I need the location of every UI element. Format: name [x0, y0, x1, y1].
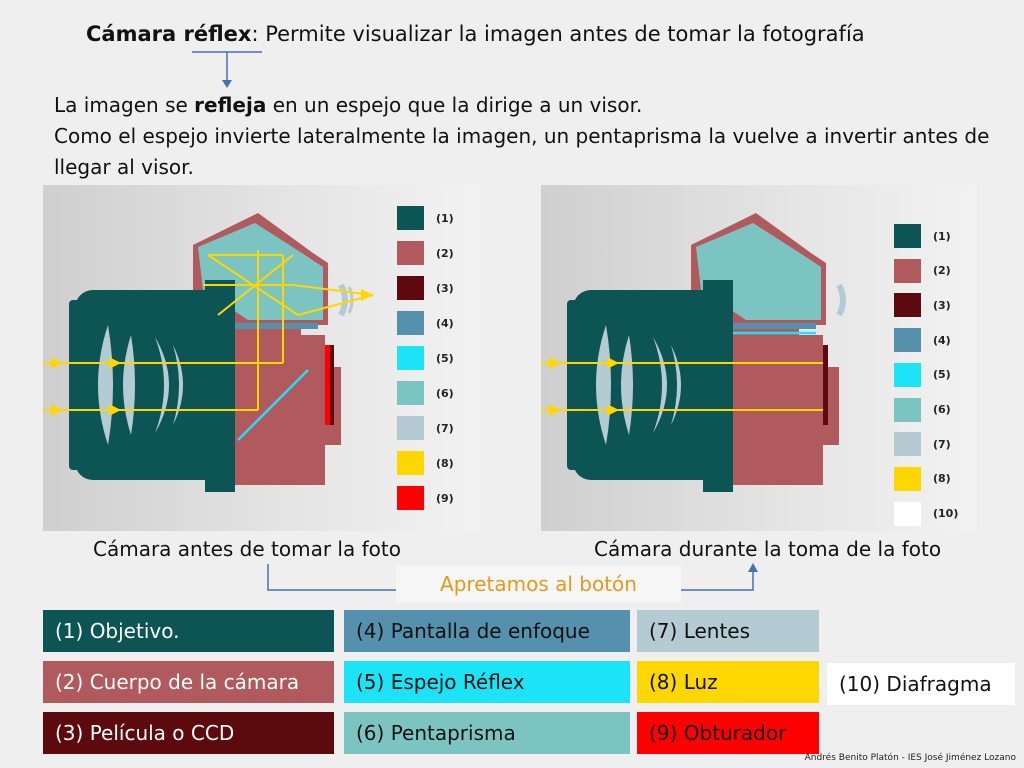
legend-label: (4) [933, 333, 951, 347]
title-definition: : Permite visualizar la imagen antes de … [251, 22, 865, 46]
title-arrow [192, 51, 262, 88]
legend-swatch [397, 346, 424, 370]
legend-label: (7) [436, 421, 454, 435]
legend-label: (9) [436, 491, 454, 505]
page-title: Cámara réflex: Permite visualizar la ima… [86, 22, 865, 46]
legend-swatch [894, 501, 921, 526]
legend-item: (6) [397, 381, 454, 405]
legend-swatch [397, 451, 424, 475]
legend-label: (2) [436, 246, 454, 260]
press-button-label: Apretamos al botón [396, 566, 681, 602]
key-item: (5) Espejo Réflex [344, 661, 630, 703]
legend-item: (3) [397, 276, 454, 300]
focus-screen [724, 323, 816, 329]
legend-swatch [397, 416, 424, 440]
legend-swatch [397, 381, 424, 405]
legend-item: (8) [397, 451, 454, 475]
key-item: (9) Obturador [637, 712, 819, 754]
legend-label: (5) [933, 368, 951, 382]
legend-swatch [397, 276, 424, 300]
legend-swatch [894, 362, 921, 387]
legend-label: (3) [436, 281, 454, 295]
intro-line-1: La imagen se refleja en un espejo que la… [54, 93, 643, 117]
legend-label: (2) [933, 264, 951, 278]
legend-item: (4) [397, 311, 454, 335]
key-item: (6) Pentaprisma [344, 712, 630, 754]
legend-swatch [397, 486, 424, 510]
legend-item: (9) [397, 486, 454, 510]
legend-item: (10) [894, 501, 959, 526]
legend-swatch [397, 311, 424, 335]
legend-item: (7) [397, 416, 454, 440]
intro-line-2: Como el espejo invierte lateralmente la … [54, 124, 990, 179]
legend-swatch [397, 206, 424, 230]
intro-text: La imagen se refleja en un espejo que la… [54, 90, 1014, 183]
light-rays [541, 362, 823, 411]
legend-label: (10) [933, 507, 959, 521]
objective-lens [75, 290, 225, 480]
caption-during: Cámara durante la toma de la foto [594, 537, 942, 561]
key-item: (7) Lentes [637, 610, 819, 652]
legend-label: (8) [933, 472, 951, 486]
legend-label: (5) [436, 351, 454, 365]
key-item: (8) Luz [637, 661, 819, 703]
eyepiece [836, 283, 846, 317]
legend-swatch [894, 293, 921, 318]
legend-label: (1) [933, 229, 951, 243]
caption-before: Cámara antes de tomar la foto [93, 537, 401, 561]
key-item: (10) Diafragma [827, 663, 1015, 705]
reflex-mirror [237, 369, 309, 441]
title-term: Cámara réflex [86, 22, 252, 46]
eyepiece [338, 283, 348, 317]
key-item: (4) Pantalla de enfoque [344, 610, 630, 652]
legend-label: (4) [436, 316, 454, 330]
legend-item: (2) [894, 258, 951, 283]
legend-item: (4) [894, 328, 951, 353]
film [330, 345, 334, 425]
legend-label: (8) [436, 456, 454, 470]
film [823, 345, 828, 425]
focus-screen [226, 323, 318, 329]
legend-label: (7) [933, 437, 951, 451]
light-rays [43, 250, 374, 411]
legend-swatch [894, 224, 921, 248]
objective-lens [573, 290, 723, 480]
shutter [325, 345, 330, 425]
key-item: (1) Objetivo. [43, 610, 334, 652]
legend-item: (2) [397, 241, 454, 265]
legend-swatch [397, 241, 424, 265]
legend-item: (7) [894, 432, 951, 457]
legend-item: (1) [894, 224, 951, 248]
legend-item: (3) [894, 293, 951, 318]
legend-item: (5) [397, 346, 454, 370]
legend-item: (1) [397, 206, 454, 230]
legend-label: (6) [933, 403, 951, 416]
key-item: (3) Película o CCD [43, 712, 334, 754]
legend-swatch [894, 432, 921, 457]
legend-swatch [894, 466, 921, 491]
legend-swatch [894, 397, 921, 422]
legend-label: (6) [436, 386, 454, 400]
legend-item: (8) [894, 466, 951, 491]
press-button-connector [267, 563, 758, 591]
legend-label: (1) [436, 211, 454, 225]
legend-swatch [894, 258, 921, 283]
key-item: (2) Cuerpo de la cámara [43, 661, 334, 703]
legend-label: (3) [933, 298, 951, 312]
legend-swatch [894, 328, 921, 353]
legend-item: (6) [894, 397, 951, 422]
legend-item: (5) [894, 362, 951, 387]
credit: Andrés Benito Platón - IES José Jiménez … [804, 753, 1016, 763]
